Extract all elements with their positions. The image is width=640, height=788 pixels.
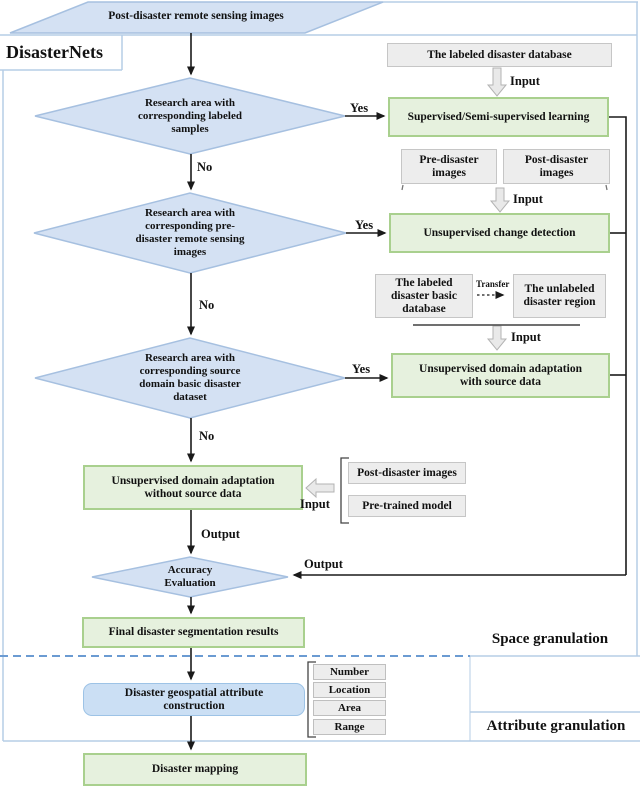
input-group-bracket [340, 457, 349, 524]
brace-tick-left [401, 184, 404, 191]
attribute-range: Range [313, 719, 386, 735]
data-unlabeled-disaster-region: The unlabeled disaster region [513, 274, 606, 318]
process-geospatial-attribute-construction: Disaster geospatial attribute constructi… [83, 683, 305, 716]
edge-label-no-1: No [197, 160, 213, 174]
process-disaster-mapping: Disaster mapping [83, 753, 307, 786]
page-title: DisasterNets [6, 42, 103, 62]
data-labeled-basic-database: The labeled disaster basic database [375, 274, 473, 318]
right-output-trunk-line [609, 116, 627, 575]
decision-source-domain-dataset: Research area with corresponding source … [139, 352, 241, 403]
data-labeled-disaster-database: The labeled disaster database [387, 43, 612, 67]
process-final-segmentation-results: Final disaster segmentation results [82, 617, 305, 648]
start-node-label: Post-disaster remote sensing images [108, 10, 284, 22]
accuracy-diamond-shape [91, 556, 289, 598]
edge-label-output-2: Output [304, 557, 343, 571]
frame-lines [0, 1, 640, 742]
process-supervised-learning: Supervised/Semi-supervised learning [388, 97, 609, 137]
edge-label-input-1: Input [510, 74, 540, 88]
data-pre-disaster-images: Pre-disaster images [401, 149, 497, 184]
process-uda-with-source: Unsupervised domain adaptation with sour… [391, 353, 610, 398]
edge-label-input-3: Input [511, 330, 541, 344]
decision-labeled-samples: Research area with corresponding labeled… [137, 97, 242, 135]
process-uda-without-source: Unsupervised domain adaptation without s… [83, 465, 303, 510]
edge-label-input-2: Input [513, 192, 543, 206]
brace-tick-right [605, 184, 608, 191]
attribute-number: Number [313, 664, 386, 680]
data-pretrained-model: Pre-trained model [348, 495, 466, 517]
edge-label-transfer: Transfer [476, 279, 510, 289]
input-block-arrow-left [305, 477, 335, 499]
flow-lines [187, 33, 627, 751]
input-block-arrows [305, 67, 511, 499]
blue-shapes [9, 1, 384, 598]
edge-label-output-1: Output [201, 527, 240, 541]
attribute-location: Location [313, 682, 386, 698]
decision-predisaster-images: Research area with corresponding pre- di… [135, 207, 245, 258]
edge-label-yes-1: Yes [350, 101, 369, 115]
attribute-group-bracket [307, 661, 316, 738]
process-change-detection: Unsupervised change detection [389, 213, 610, 253]
decision-accuracy-evaluation: Accuracy Evaluation [164, 564, 216, 589]
data-post-disaster-images-2: Post-disaster images [348, 462, 466, 484]
edge-label-input-4: Input [300, 497, 330, 511]
attribute-area: Area [313, 700, 386, 716]
region-label-attribute-granulation: Attribute granulation [486, 718, 626, 734]
region-label-space-granulation: Space granulation [491, 631, 609, 647]
input-block-arrow-2 [489, 187, 511, 213]
input-block-arrow-3 [486, 325, 508, 351]
edge-label-no-2: No [199, 298, 215, 312]
start-parallelogram-shape [9, 1, 384, 34]
edge-label-yes-2: Yes [355, 218, 374, 232]
input-block-arrow-1 [486, 67, 508, 97]
group-brackets [307, 184, 608, 738]
edge-label-no-3: No [199, 429, 215, 443]
data-post-disaster-images: Post-disaster images [503, 149, 610, 184]
edge-label-yes-3: Yes [352, 362, 371, 376]
